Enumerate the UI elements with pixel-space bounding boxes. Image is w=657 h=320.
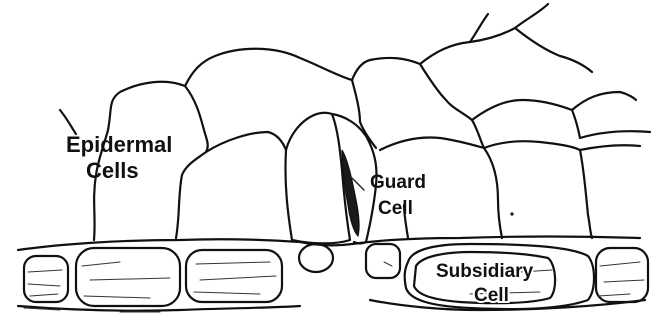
- label-epidermal-line1: Epidermal: [66, 132, 172, 157]
- epidermal-cell-outline: [515, 28, 592, 72]
- label-subsidiary-line2: Cell: [474, 285, 509, 306]
- epidermal-cell-outline: [572, 110, 650, 138]
- epidermal-cell-outline: [352, 4, 548, 80]
- epidermal-cell-outline: [420, 64, 484, 148]
- epidermal-cell-outline: [472, 92, 636, 120]
- stoma: [285, 113, 376, 244]
- epidermal-cell-outline: [580, 145, 640, 150]
- label-epidermal-line2: Cells: [86, 158, 139, 183]
- epidermal-cell-outline: [352, 80, 376, 148]
- speck: [510, 212, 513, 215]
- label-subsidiary-line1: Subsidiary: [436, 261, 534, 282]
- guard-cell-left: [285, 113, 350, 244]
- label-guard-line1: Guard: [370, 172, 426, 193]
- epidermal-cell-outline: [60, 110, 76, 134]
- epidermal-cell-outline: [176, 132, 286, 238]
- lower-cell-small: [366, 244, 400, 278]
- label-guard-line2: Cell: [378, 198, 413, 219]
- epidermal-cell-outline: [185, 86, 208, 152]
- epidermal-cell-outline: [470, 14, 488, 42]
- lower-cell-small: [299, 244, 333, 272]
- lower-cell: [596, 248, 648, 302]
- cell-texture: [24, 262, 644, 312]
- lower-cell-layer: [18, 237, 648, 311]
- texture-stroke: [28, 262, 644, 298]
